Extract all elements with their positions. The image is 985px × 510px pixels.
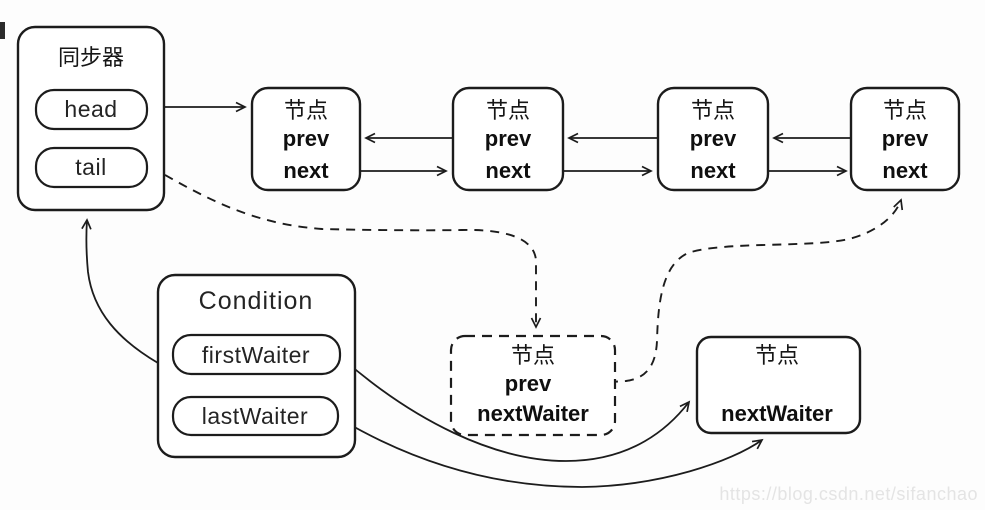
synchronizer-title: 同步器 bbox=[58, 45, 124, 70]
lastwaiter-field-label: lastWaiter bbox=[202, 403, 308, 429]
queue-node-3-title: 节点 bbox=[691, 98, 735, 123]
edge-artifact bbox=[0, 22, 5, 39]
queue-node-2: 节点 prev next bbox=[451, 86, 565, 192]
queue-node-1-frame bbox=[250, 86, 362, 192]
dashed-waiter-node-nextwaiter: nextWaiter bbox=[477, 401, 589, 426]
queue-node-2-next: next bbox=[485, 158, 531, 183]
head-field-label: head bbox=[64, 96, 117, 122]
dashed-waiter-node: 节点 prev nextWaiter bbox=[449, 334, 617, 437]
dashed-waiter-node-title: 节点 bbox=[511, 343, 555, 368]
condition-title: Condition bbox=[199, 287, 314, 315]
solid-waiter-node-title: 节点 bbox=[755, 343, 799, 368]
firstwaiter-field-label: firstWaiter bbox=[202, 342, 310, 368]
queue-node-1: 节点 prev next bbox=[250, 86, 362, 192]
tail-to-dashed-node-dashed-arrow bbox=[150, 166, 542, 329]
queue-node-4-next: next bbox=[882, 158, 928, 183]
queue-node-4-title: 节点 bbox=[883, 98, 927, 123]
firstwaiter-to-solid-node-arrow bbox=[342, 358, 691, 462]
queue-node-2-title: 节点 bbox=[486, 98, 530, 123]
firstwaiter-field-box bbox=[171, 333, 342, 376]
csdn-watermark: https://blog.csdn.net/sifanchao bbox=[719, 484, 978, 504]
queue-node-3-prev: prev bbox=[690, 126, 737, 151]
queue-node-4-prev: prev bbox=[882, 126, 929, 151]
solid-waiter-node: 节点 nextWaiter bbox=[695, 335, 862, 435]
lastwaiter-to-solid-node-arrow bbox=[341, 419, 764, 488]
queue-node-3-next: next bbox=[690, 158, 736, 183]
dashed-waiter-node-prev: prev bbox=[505, 371, 552, 396]
queue-node-2-prev: prev bbox=[485, 126, 532, 151]
queue-node-4: 节点 prev next bbox=[849, 86, 961, 192]
queue-node-1-next: next bbox=[283, 158, 329, 183]
tail-field-box bbox=[34, 146, 149, 189]
lastwaiter-field-box bbox=[171, 395, 340, 437]
solid-waiter-node-frame bbox=[695, 335, 862, 435]
queue-node-3: 节点 prev next bbox=[656, 86, 770, 192]
queue-node-1-title: 节点 bbox=[284, 98, 328, 123]
condition-box: Condition firstWaiter lastWaiter bbox=[156, 273, 357, 459]
queue-node-2-frame bbox=[451, 86, 565, 192]
dashed-waiter-node-frame bbox=[449, 334, 617, 437]
head-field-box bbox=[34, 88, 149, 131]
queue-node-3-frame bbox=[656, 86, 770, 192]
tail-field-label: tail bbox=[75, 154, 106, 180]
solid-waiter-node-nextwaiter: nextWaiter bbox=[721, 401, 833, 426]
queue-node-1-prev: prev bbox=[283, 126, 330, 151]
condition-to-synchronizer-arrow bbox=[81, 218, 159, 364]
synchronizer-box: 同步器 head tail bbox=[16, 25, 166, 212]
queue-node-4-frame bbox=[849, 86, 961, 192]
